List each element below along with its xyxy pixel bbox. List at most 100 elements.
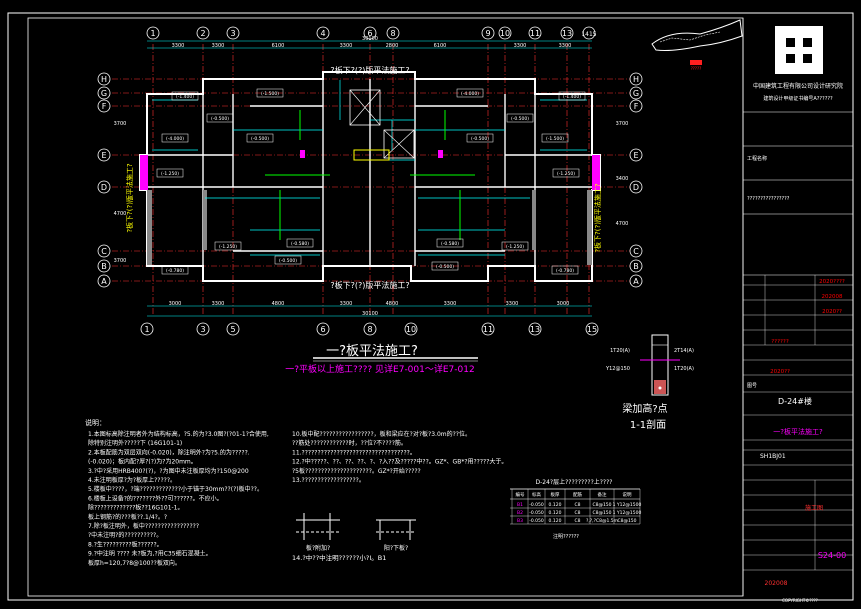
axis-bubble-top (363, 26, 377, 40)
note-line: ??筋处????????????时，??位?不????筋。 (292, 439, 407, 447)
axis-bubble-top (386, 26, 400, 40)
slab-label-box (431, 261, 459, 271)
table-cell: C8@150 (592, 502, 611, 508)
dim-top: 6100 (272, 43, 285, 49)
axis-bubble-bottom (404, 322, 418, 336)
axis-label-bottom: 11 (483, 325, 493, 334)
magenta-wall (140, 155, 148, 190)
table-cell: 0.120 (549, 502, 562, 508)
slab-label: (-1.250) (161, 171, 179, 177)
company-sub: 建筑设计甲级证书编号A?????? (763, 95, 833, 102)
slab-label-box (541, 133, 569, 143)
axis-label-top: 4 (320, 29, 325, 38)
slab-table: D-24?层上?????????上???? 注明?????? 编号标高板厚配筋备… (510, 478, 641, 540)
table-cell: C8 (574, 510, 580, 516)
axis-bubble-right (629, 274, 643, 288)
table-cell: C8 (574, 502, 580, 508)
axis-bubble-left (97, 72, 111, 86)
axis-bubble-top (196, 26, 210, 40)
axis-bubble-bottom (363, 322, 377, 336)
table-cell: 1 Y12@1500 (613, 502, 642, 508)
dim-right: 3400 (616, 176, 629, 182)
magenta-wall (438, 150, 443, 158)
drawing-no-label: 图号 (747, 383, 757, 389)
table-header: 说明 (623, 491, 632, 498)
table-cell: C8@150 (617, 518, 636, 524)
axis-bubble-bottom (316, 322, 330, 336)
dim-bottom: 3300 (340, 301, 353, 307)
note-line: ?5板?????????????????????。GZ*?开始????? (292, 467, 421, 475)
title-block: 中国建筑工程有限公司设计研究院 建筑设计甲级证书编号A?????? 工程名称 ?… (742, 18, 853, 603)
note-line: 11.??????????????????????????????????。 (292, 449, 416, 456)
slab-label-box (466, 133, 494, 143)
note-line: 1.本图标高除注明者外为结构标高，?5.的为?3.0图?(?01-1?合使用, (88, 430, 269, 438)
shaft-box (349, 89, 381, 126)
slab-label-box (161, 265, 189, 275)
dim-bottom: 4800 (272, 301, 285, 307)
axis-label-right: D (633, 183, 639, 192)
axis-label-right: G (633, 89, 639, 98)
table-cell: 0.120 (549, 518, 562, 524)
axis-bubble-bottom (196, 322, 210, 336)
slab-label-box (156, 168, 184, 178)
axis-bubble-top (582, 26, 596, 40)
slab-label: (-0.580) (441, 241, 459, 247)
drawing-title-tb: 一?板平法施工? (773, 427, 823, 436)
plan-bottom-note: ?板下?(?)版平法施工? (330, 280, 409, 290)
dim-top-total: 30100 (362, 36, 378, 42)
detail-note: 14.?中??中注明??????小?I。B1 (292, 553, 386, 562)
title-block-red-value: 2020?? (770, 369, 790, 375)
table-cell: C8@150 (592, 510, 611, 516)
axis-label-left: H (101, 75, 107, 84)
axis-bubble-left (97, 244, 111, 258)
slab-label: (-0.500) (251, 136, 269, 142)
table-cell: ?,?,?C8@1.5m (586, 518, 618, 524)
axis-bubble-right (629, 72, 643, 86)
dim-bottom: 4800 (386, 301, 399, 307)
table-footnote: 注明?????? (553, 533, 579, 540)
note-line: 12.?中?????、??、??、??、?、?入??及?????中??。GZ*、… (292, 458, 507, 466)
section-title: 梁加高?点 (622, 402, 667, 415)
table-header: 编号 (516, 491, 525, 498)
table-cell: B3 (517, 518, 523, 524)
note-line: 6.楼板上设备?的???????外??可??????。不应小。 (88, 494, 223, 502)
building-outline (139, 71, 601, 282)
plan-vertical-note-right: ?板下?(?)版平法施工? (593, 183, 602, 253)
table-cell: -0.050 (529, 510, 544, 516)
axis-bubble-left (97, 274, 111, 288)
dim-bottom: 3300 (506, 301, 519, 307)
slab-labels: (-1.400)(-0.500)(-4.000)(-1.400)(-0.500)… (156, 88, 586, 275)
axis-bubble-bottom (585, 322, 599, 336)
note-line: (-0.020)；板内配?厚?(?)为?为20mm。 (88, 458, 197, 466)
title-block-red-value: 202008 (822, 294, 843, 300)
table-header: 标高 (532, 491, 541, 498)
slab-label-box (274, 255, 302, 265)
slab-label-box (436, 238, 464, 248)
axis-label-top: 1 (150, 29, 155, 38)
slab-label: (-1.250) (557, 171, 575, 177)
dim-top: 2800 (386, 43, 399, 49)
axis-label-bottom: 8 (367, 325, 372, 334)
title-block-red-value: 2020?? (822, 309, 842, 315)
axis-label-bottom: 5 (230, 325, 235, 334)
section-detail: 1T20(A) 2T14(A) Y12@150 1T20(A) 梁加高?点 1-… (605, 334, 694, 431)
axis-label-right: A (633, 277, 639, 286)
table-cell: -0.050 (529, 518, 544, 524)
axis-bubble-left (97, 148, 111, 162)
drawing-no: D-24#楼 (778, 396, 812, 406)
walls (139, 71, 601, 282)
note-line: 8.?生?????????板??????。 (88, 540, 163, 548)
slab-label-box (256, 88, 284, 98)
company-logo (775, 26, 823, 74)
slab-label-box (552, 168, 580, 178)
axis-label-bottom: 13 (530, 325, 540, 334)
slab-label: (-1.400) (563, 94, 581, 100)
sheet-border (7, 12, 854, 601)
dim-top: 6100 (434, 43, 447, 49)
title-block-red-value: 2020???? (819, 279, 845, 285)
dim-left: 3700 (114, 121, 127, 127)
section-label-4: 1T20(A) (674, 366, 694, 372)
slab-label-box (161, 133, 189, 143)
axis-bubble-right (629, 148, 643, 162)
